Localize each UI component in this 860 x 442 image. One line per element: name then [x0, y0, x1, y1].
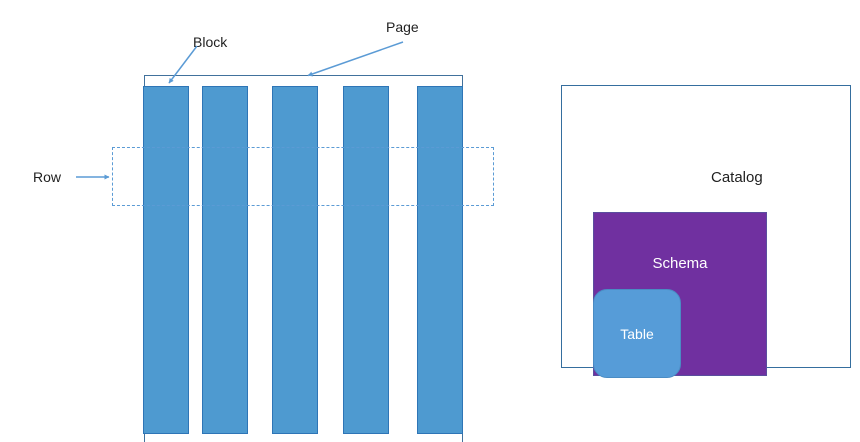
catalog-label: Catalog	[711, 169, 763, 186]
page-arrow	[307, 41, 404, 77]
row-label: Row	[33, 169, 62, 185]
table-box: Table	[593, 289, 681, 378]
block-bar	[143, 86, 189, 434]
block-bar	[272, 86, 318, 434]
page-label: Page	[386, 19, 419, 35]
row-dashed-rectangle	[112, 147, 494, 206]
table-label: Table	[620, 325, 654, 342]
schema-label: Schema	[652, 255, 708, 272]
block-bar	[202, 86, 248, 434]
block-label: Block	[193, 34, 228, 50]
block-bar	[343, 86, 389, 434]
block-bar	[417, 86, 463, 434]
